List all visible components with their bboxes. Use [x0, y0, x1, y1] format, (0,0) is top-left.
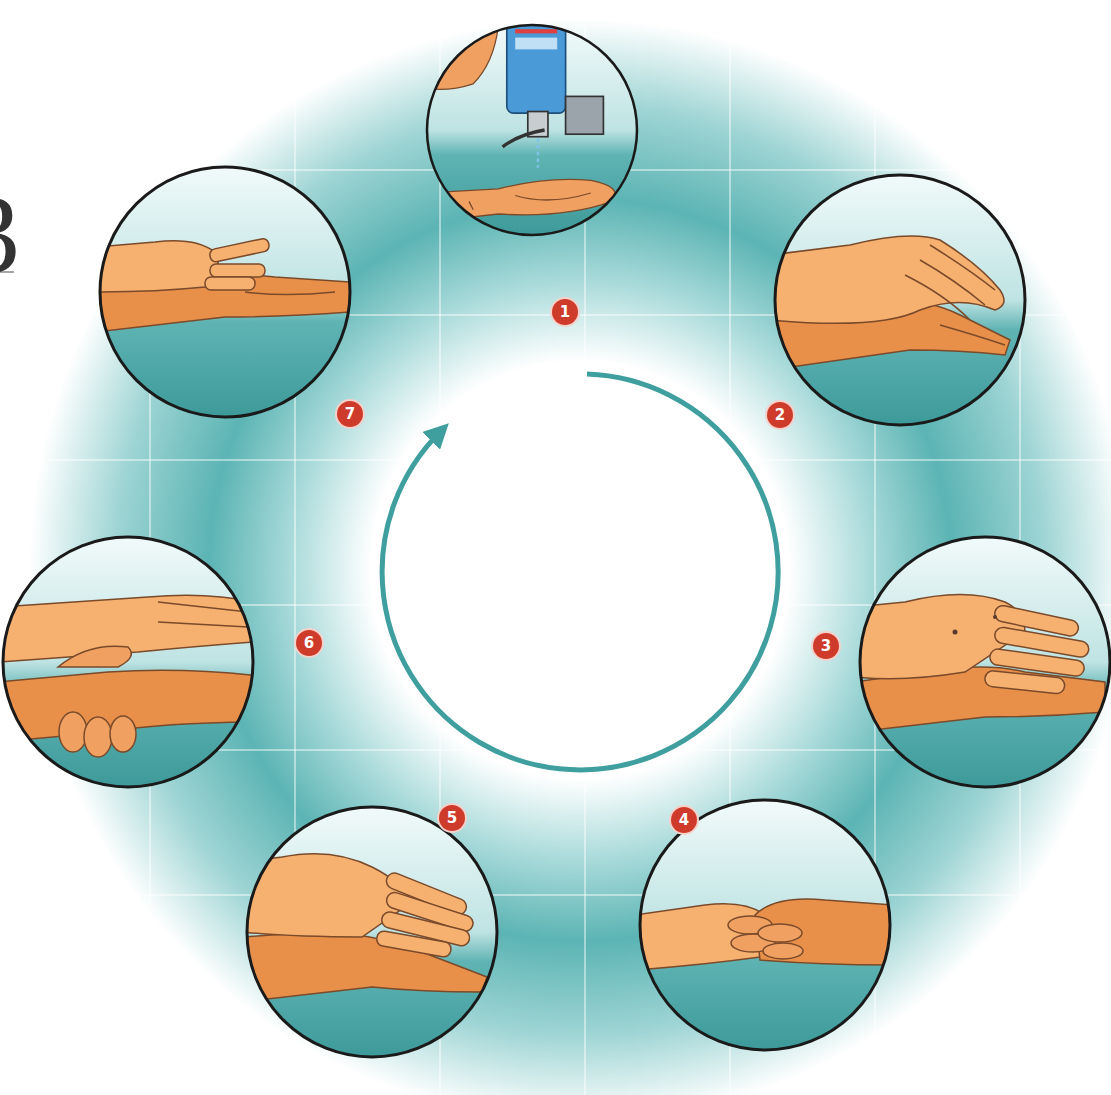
step-number-badge: 5 — [439, 805, 465, 831]
step-number: 3 — [821, 639, 831, 654]
step-illustration — [855, 537, 1110, 787]
step-number-badge: 4 — [671, 807, 697, 833]
step-number: 5 — [447, 811, 457, 826]
step-illustration — [242, 807, 497, 1057]
step-illustration — [770, 175, 1025, 425]
step-number-badge: 3 — [813, 633, 839, 659]
step-number-badge: 1 — [552, 299, 578, 325]
step-illustration — [423, 17, 637, 235]
page-number: 3 — [0, 178, 20, 290]
step-number: 2 — [775, 408, 785, 423]
step-number: 6 — [304, 636, 314, 651]
step-number-badge: 7 — [337, 401, 363, 427]
step-illustration — [95, 167, 350, 417]
step-number-badge: 6 — [296, 630, 322, 656]
step-number: 4 — [679, 813, 689, 828]
step-illustration — [0, 537, 268, 787]
step-number: 7 — [345, 407, 355, 422]
cycle-arrow — [382, 374, 778, 770]
step-number-badge: 2 — [767, 402, 793, 428]
step-number: 1 — [560, 305, 570, 320]
step-illustration — [635, 800, 895, 1050]
